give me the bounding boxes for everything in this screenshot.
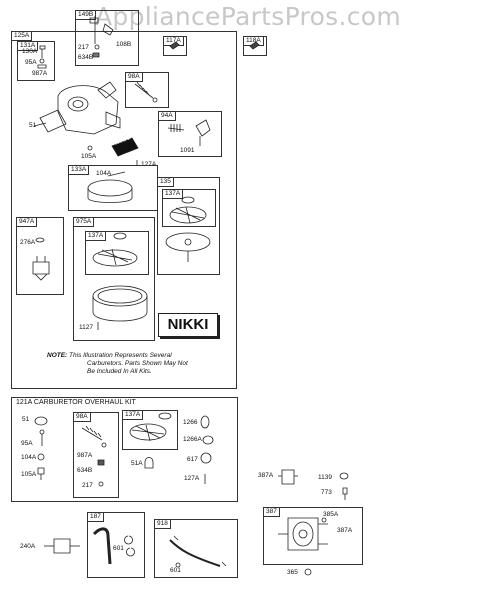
kit-title: 121A CARBURETOR OVERHAUL KIT [16,399,136,406]
kit-title-text: CARBURETOR OVERHAUL KIT [33,399,136,406]
needle-valve-drawing [37,45,47,69]
part-label: 104A [96,170,112,177]
box-137A-mid: 137A [85,231,149,275]
box-149B: 149B [75,10,139,66]
box-tab: 135 [157,177,174,187]
fuel-pump-parts-drawing [278,469,349,500]
kit-parts-drawing [34,412,214,487]
float-bowl-plate-drawing [165,196,211,262]
box-tab: 918 [154,519,171,529]
part-label: 51A [131,460,143,467]
part-label: 387A [258,472,274,479]
part-label: 127A [141,161,157,168]
part-label: 51 [22,416,30,423]
box-tab: 133A [68,165,90,175]
part-label: 104A [21,454,37,461]
group-tab: 125A [11,31,33,41]
part-label: 130A [22,48,38,55]
box-137A-top: 137A [162,189,216,227]
part-label: 217 [78,44,89,51]
solenoid-drawing [32,237,50,281]
spring-screw-drawing [134,81,158,103]
fuel-pump-drawing [278,517,328,576]
fuel-filter-drawing [44,538,80,554]
fuel-line-drawing [92,527,135,565]
note-prefix: NOTE: [47,352,68,359]
box-918: 918 [154,519,238,578]
part-label: 385A [323,511,339,518]
box-98A: 98A [125,72,169,108]
assembly-group-125A: 125A [11,31,237,389]
box-tab: 137A [162,189,184,199]
box-tab: 975A [73,217,95,227]
carburetor-overhaul-kit [11,397,238,502]
throttle-shaft-drawing [89,16,114,58]
part-label: 601 [170,567,181,574]
illustration-note: NOTE: This Illustration Represents Sever… [47,352,217,376]
kit-number: 121A [16,399,32,406]
part-label: 217 [82,482,93,489]
part-label: 987A [77,452,93,459]
bushing-drawing [87,145,93,151]
nikki-decal: NIKKI [158,313,218,337]
box-947A: 947A [16,217,64,295]
part-label: 365 [287,569,298,576]
box-tab: 137A [122,410,144,420]
box-975A: 975A [73,217,155,341]
part-label: 127A [184,475,200,482]
part-label: 1139 [318,474,332,481]
box-tab: 149B [75,10,97,20]
part-label: 1127 [79,324,93,331]
box-tab: 187 [87,512,104,522]
box-135: 135 [157,177,220,275]
part-label: 1091 [180,147,195,154]
part-label: 987A [32,70,48,77]
part-label: 105A [21,471,37,478]
box-tab: 131A [17,41,39,51]
box-131A: 131A [17,41,55,81]
carburetor-body-drawing [33,81,121,135]
box-387: 387 [263,507,363,565]
part-label: 773 [321,489,332,496]
kit-box-98A: 98A [73,412,119,498]
screw-drawing [249,41,260,50]
part-label: 108B [116,41,132,48]
part-label: 387A [337,527,353,534]
part-label: 1266 [183,419,198,426]
kit-box-137A: 137A [122,410,178,450]
box-tab: 387 [263,507,280,517]
note-line: Carburetors. Parts Shown May Not [87,360,188,367]
box-tab: 98A [73,412,91,422]
box-94A: 94A [158,111,222,157]
part-label: 634B [78,54,94,61]
part-label: 276A [20,239,36,246]
box-tab: 98A [125,72,143,82]
part-label: 601 [113,545,124,552]
float-drawing [87,171,133,203]
note-line: This Illustration Represents Several [67,352,172,359]
part-label: 240A [20,543,36,550]
part-label: 1266A [183,436,202,443]
part-label: 105A [81,153,97,160]
part-label: 634B [77,467,93,474]
part-label: 51 [29,122,37,129]
box-tab: 137A [85,231,107,241]
part-label: 95A [21,440,33,447]
box-187: 187 [87,512,145,578]
screw-drawing [169,41,180,50]
note-line: Be Included In All Kits. [87,368,152,375]
part-label: 617 [187,456,198,463]
box-tab: 947A [16,217,38,227]
nikki-small-tag [111,137,139,157]
fuel-screw-drawing [167,119,211,146]
hose-assembly-drawing [169,535,227,568]
watermark-text: AppliancePartsPros.com [95,2,402,31]
box-tab: 94A [158,111,176,121]
part-label: 95A [25,59,37,66]
bowl-kit-drawing [92,232,148,330]
